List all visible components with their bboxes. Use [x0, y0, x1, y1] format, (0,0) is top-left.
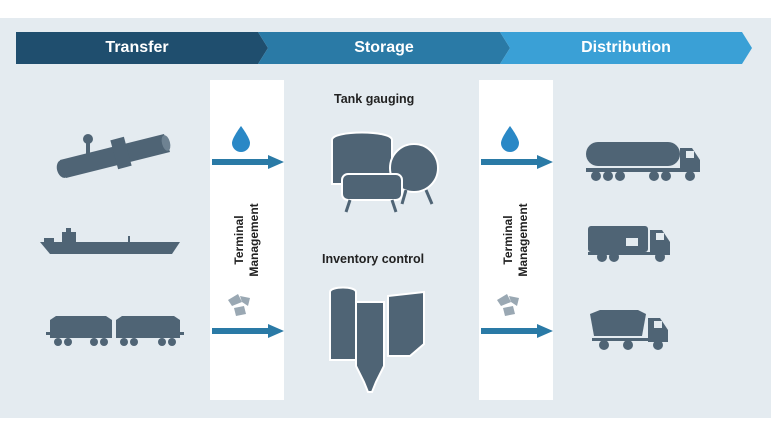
bulk-material-icon — [228, 294, 250, 316]
management-label-line2: Management — [247, 203, 261, 277]
management-label-line2: Management — [516, 203, 530, 277]
tank-truck-icon — [586, 142, 700, 181]
tanker-ship-icon — [40, 228, 180, 254]
terminal-management-label-1: Terminal Management — [232, 203, 262, 276]
terminal-label-line1: Terminal — [501, 215, 515, 265]
diagram-background — [0, 18, 771, 418]
tank-gauging-title: Tank gauging — [334, 92, 415, 106]
arrow-right-icon — [481, 324, 553, 338]
stage-transfer-label: Transfer — [105, 39, 169, 56]
terminal-management-column-2: Terminal Management — [479, 80, 553, 400]
box-truck-icon — [588, 226, 670, 262]
stage-storage-arrow-shape — [258, 32, 510, 64]
liquid-drop-icon — [232, 126, 250, 152]
arrow-right-icon — [212, 324, 284, 338]
terminal-management-label-2: Terminal Management — [501, 203, 531, 276]
terminal-label-line1: Terminal — [232, 215, 246, 265]
terminal-management-column-1: Terminal Management — [210, 80, 284, 400]
stage-distribution-arrow-shape — [500, 32, 752, 64]
liquid-drop-icon — [501, 126, 519, 152]
stage-storage: Storage — [258, 32, 510, 64]
bulk-material-icon — [497, 294, 519, 316]
stage-storage-label: Storage — [354, 39, 414, 56]
inventory-control-title: Inventory control — [322, 252, 425, 266]
stage-distribution: Distribution — [500, 32, 752, 64]
arrow-right-icon — [212, 155, 284, 169]
dump-truck-icon — [590, 310, 668, 350]
stage-transfer: Transfer — [16, 32, 268, 64]
stage-distribution-label: Distribution — [581, 39, 671, 56]
arrow-right-icon — [481, 155, 553, 169]
storage-tanks-icon — [331, 131, 439, 213]
silos-icon — [329, 286, 425, 393]
freight-train-icon — [46, 316, 184, 346]
pipeline-icon — [56, 134, 171, 178]
stage-transfer-arrow-shape — [16, 32, 268, 64]
